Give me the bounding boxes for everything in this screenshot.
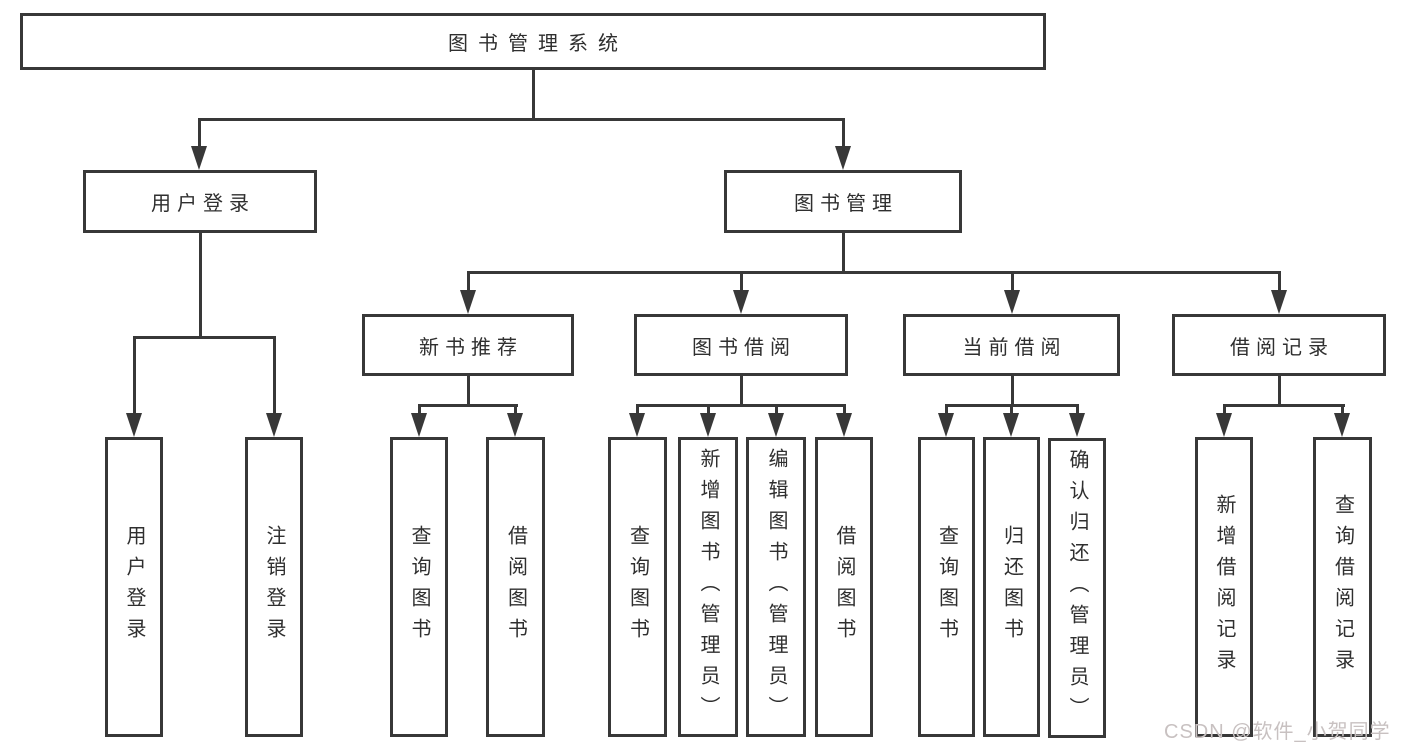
connector-leaf-logout (272, 336, 276, 416)
connector-borrow-record-stem (1277, 376, 1281, 407)
connector-leaf (513, 404, 517, 418)
arrow-down-icon (733, 290, 749, 314)
node-book-management: 图书管理 (724, 170, 962, 233)
node-label: 查询借阅记录 (1331, 494, 1354, 680)
arrow-down-icon (1334, 413, 1350, 437)
connector-leaf (1222, 404, 1226, 418)
node-book-borrow: 图书借阅 (634, 314, 848, 376)
connector-leaf (944, 404, 948, 418)
arrow-down-icon (126, 413, 142, 437)
arrow-down-icon (191, 146, 207, 170)
node-label: 查询图书 (408, 525, 430, 649)
arrow-down-icon (629, 413, 645, 437)
connector-leaf (635, 404, 639, 418)
arrow-down-icon (460, 290, 476, 314)
connector-current-borrow-stem (1010, 376, 1014, 407)
arrow-down-icon (1003, 413, 1019, 437)
arrow-down-icon (835, 146, 851, 170)
connector-branch-user-login (197, 118, 201, 150)
connector-leaf (1009, 404, 1013, 418)
connector-leaf (1341, 404, 1344, 418)
connector-borrow-record-horizontal (1222, 404, 1345, 407)
node-label: 确认归还（管理员） (1066, 448, 1088, 728)
connector-book-borrow-stem (739, 376, 743, 407)
node-user-login-branch: 用户登录 (83, 170, 317, 233)
connector-branch-book-borrow (739, 271, 743, 293)
arrow-down-icon (700, 413, 716, 437)
node-leaf-query-books-recommend: 查询图书 (390, 437, 448, 737)
node-label: 图书管理 (794, 193, 898, 215)
node-leaf-borrow-books-recommend: 借阅图书 (486, 437, 545, 737)
connector-leaf-user-login (132, 336, 136, 416)
node-label: 图书借阅 (692, 336, 796, 359)
node-label: 新增借阅记录 (1213, 494, 1235, 680)
connector-book-management-stem (841, 233, 845, 273)
node-label: 用户登录 (123, 525, 145, 649)
connector-leaf (417, 404, 421, 418)
connector-root-horizontal (197, 118, 845, 121)
connector-user-login-stem (198, 233, 202, 337)
node-current-borrow: 当前借阅 (903, 314, 1120, 376)
connector-leaf (842, 404, 846, 418)
node-label: 归还图书 (1000, 525, 1023, 649)
node-leaf-add-borrow-record: 新增借阅记录 (1195, 437, 1253, 737)
node-label: 编辑图书（管理员） (765, 447, 787, 727)
node-leaf-query-borrow-record: 查询借阅记录 (1313, 437, 1372, 737)
node-label: 注销登录 (263, 525, 285, 649)
arrow-down-icon (768, 413, 784, 437)
node-label: 新增图书（管理员） (697, 447, 719, 727)
csdn-watermark: CSDN @软件_小贺同学 (1164, 721, 1391, 743)
arrow-down-icon (266, 413, 282, 437)
connector-book-management-horizontal (466, 271, 1281, 274)
arrow-down-icon (1216, 413, 1232, 437)
node-leaf-confirm-return-admin: 确认归还（管理员） (1048, 438, 1106, 738)
node-leaf-query-books-current: 查询图书 (918, 437, 975, 737)
node-label: 查询图书 (626, 525, 649, 649)
arrow-down-icon (507, 413, 523, 437)
connector-branch-new-book (466, 271, 470, 293)
node-label: 借阅记录 (1230, 336, 1334, 359)
node-borrow-record: 借阅记录 (1172, 314, 1386, 376)
connector-leaf (1075, 404, 1079, 418)
node-leaf-query-books-borrow: 查询图书 (608, 437, 667, 737)
connector-new-book-stem (466, 376, 470, 407)
node-label: 查询图书 (935, 525, 958, 649)
node-leaf-add-books-admin: 新增图书（管理员） (678, 437, 738, 737)
connector-leaf (774, 404, 778, 418)
node-label: 借阅图书 (504, 525, 527, 649)
connector-branch-borrow-record (1277, 271, 1281, 293)
connector-user-login-horizontal (132, 336, 276, 339)
connector-branch-book-management (841, 118, 845, 150)
arrow-down-icon (836, 413, 852, 437)
node-leaf-user-login: 用户登录 (105, 437, 163, 737)
connector-branch-current-borrow (1010, 271, 1014, 293)
arrow-down-icon (1004, 290, 1020, 314)
node-leaf-borrow-books: 借阅图书 (815, 437, 873, 737)
arrow-down-icon (1271, 290, 1287, 314)
connector-new-book-horizontal (417, 404, 518, 407)
arrow-down-icon (411, 413, 427, 437)
node-leaf-logout: 注销登录 (245, 437, 303, 737)
node-label: 图书管理系统 (448, 33, 628, 55)
node-label: 当前借阅 (962, 336, 1067, 359)
connector-book-borrow-horizontal (635, 404, 846, 407)
node-leaf-edit-books-admin: 编辑图书（管理员） (746, 437, 806, 737)
node-new-book-recommend: 新书推荐 (362, 314, 574, 376)
arrow-down-icon (938, 413, 954, 437)
node-label: 新书推荐 (419, 336, 523, 359)
connector-root-stem (531, 70, 535, 120)
node-root: 图书管理系统 (20, 13, 1046, 70)
connector-leaf (706, 404, 710, 418)
node-label: 借阅图书 (833, 525, 855, 649)
node-label: 用户登录 (151, 193, 255, 215)
node-leaf-return-books: 归还图书 (983, 437, 1040, 737)
arrow-down-icon (1069, 413, 1085, 437)
